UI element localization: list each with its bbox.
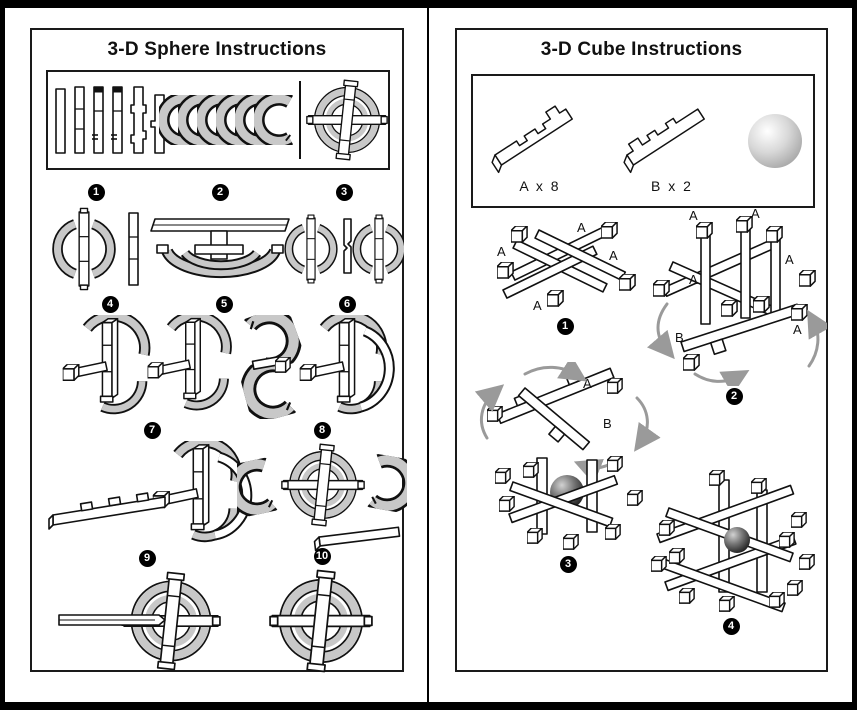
sphere-step-8: 8 [236, 422, 408, 557]
step-number-badge: 10 [313, 548, 331, 565]
svg-text:B: B [675, 330, 684, 345]
cube-step-3-art: A B [474, 362, 661, 550]
sphere-step-7-art [48, 441, 253, 551]
rotate-arrow [646, 302, 675, 360]
stick-piece [130, 86, 147, 154]
assembled-sphere-preview [307, 80, 387, 160]
piece-a-block: A x 8 [484, 88, 596, 194]
cube-step-3: A B 3 [465, 362, 671, 573]
cube-step-1-art: A A A A [497, 220, 636, 313]
step-number-badge: 1 [556, 318, 574, 335]
cube-step-2-art: A A A A A B [646, 208, 827, 386]
step-number-badge: 5 [215, 296, 233, 313]
piece-b-block: B x 2 [616, 88, 728, 194]
step-number-badge: 2 [725, 388, 743, 405]
piece-b-label: B x 2 [651, 178, 693, 194]
center-fold-line [427, 8, 429, 702]
sphere-step-10: 10 [240, 548, 404, 677]
step-number-badge: 4 [722, 618, 740, 635]
svg-text:A: A [577, 220, 586, 235]
sphere-parts-art [55, 73, 388, 167]
sphere-step-3-art [284, 203, 404, 297]
sphere-step-5-art [145, 315, 303, 419]
sphere-parts-box [46, 70, 390, 170]
cube-panel: 3-D Cube Instructions A x 8 B x 2 [455, 28, 828, 672]
sphere-step-8-art [237, 441, 407, 552]
svg-text:A: A [689, 208, 698, 223]
svg-text:A: A [497, 244, 506, 259]
svg-text:B: B [603, 416, 612, 431]
stick-piece [55, 88, 66, 154]
ball-inside [724, 527, 750, 553]
step-number-badge: 2 [211, 184, 229, 201]
sphere-step-6-art [297, 315, 395, 419]
rotate-arrow [807, 309, 827, 368]
svg-text:A: A [793, 322, 802, 337]
sphere-step-10-art [241, 567, 403, 677]
rotate-arrow [634, 396, 661, 452]
svg-text:A: A [609, 248, 618, 263]
svg-text:A: A [533, 298, 542, 313]
piece-b-top [517, 387, 591, 451]
piece-a-art [485, 101, 576, 174]
sphere-step-5: 5 [144, 296, 304, 419]
sphere-panel: 3-D Sphere Instructions [30, 28, 404, 672]
step-number-badge: 1 [87, 184, 105, 201]
sphere-step-9: 9 [54, 550, 240, 677]
stick-piece [111, 86, 123, 154]
sphere-step-1: 1 [46, 184, 146, 297]
crescent-piece [258, 99, 291, 142]
piece-b-art [617, 101, 708, 174]
sphere-step-9-art [58, 569, 239, 677]
cube-step-1: A A A A 1 [479, 216, 651, 335]
svg-text:A: A [751, 208, 760, 221]
step-number-badge: 3 [559, 556, 577, 573]
rotate-arrow [474, 384, 505, 440]
piece-a-label: A x 8 [519, 178, 561, 194]
step-number-badge: 3 [335, 184, 353, 201]
cube-panel-title: 3-D Cube Instructions [540, 39, 743, 60]
step-number-badge: 4 [101, 296, 119, 313]
sphere-panel-title: 3-D Sphere Instructions [107, 39, 327, 60]
svg-text:A: A [583, 376, 592, 391]
sphere-step-6: 6 [294, 296, 400, 419]
rotate-arrow [693, 370, 750, 386]
long-rod-piece [48, 492, 166, 530]
rotate-arrow [523, 362, 588, 382]
stick-piece [74, 86, 85, 154]
cube-step-2: A A A A A B 2 [640, 208, 828, 405]
sphere-step-4: 4 [56, 296, 164, 419]
cube-step-4: 4 [639, 464, 823, 635]
step-number-badge: 9 [138, 550, 156, 567]
step-number-badge: 7 [143, 422, 161, 439]
stick-piece [92, 86, 104, 154]
cube-parts-box: A x 8 B x 2 [471, 74, 815, 208]
svg-text:A: A [689, 272, 698, 287]
inserted-rod [58, 614, 166, 626]
cube-step-4-art [651, 470, 815, 613]
sphere-step-2: 2 [144, 184, 296, 291]
sphere-step-2-art [150, 218, 290, 279]
piece-b-insert [680, 303, 801, 356]
step-number-badge: 8 [313, 422, 331, 439]
sphere-step-3: 3 [284, 184, 404, 297]
svg-text:A: A [785, 252, 794, 267]
ball-part [748, 114, 802, 168]
sphere-step-1-art [47, 203, 139, 297]
step-number-badge: 6 [338, 296, 356, 313]
sphere-step-7: 7 [46, 422, 258, 551]
